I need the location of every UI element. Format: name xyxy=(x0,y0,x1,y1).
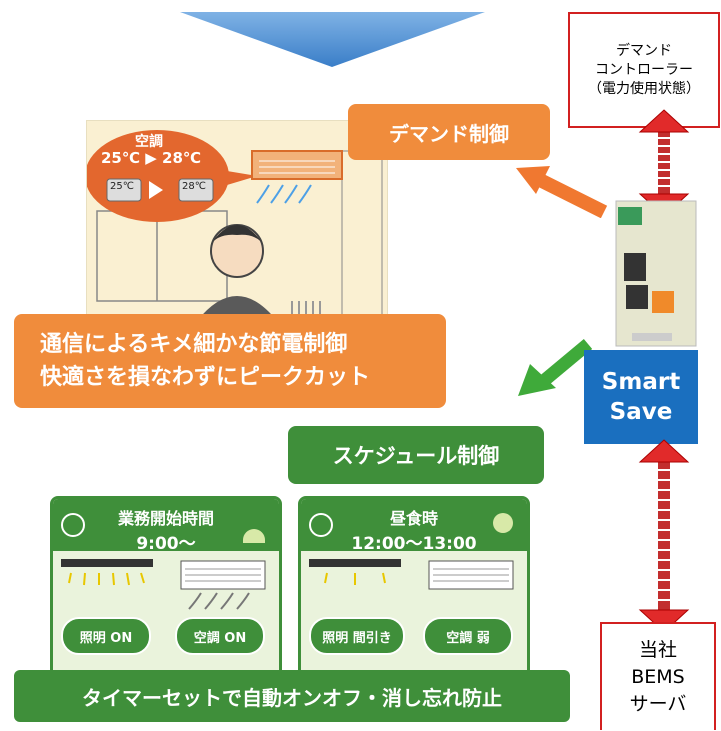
timer-banner: タイマーセットで自動オンオフ・消し忘れ防止 xyxy=(14,670,570,722)
schedule-card-work-start: 業務開始時間 9:00〜 照明 ON 空調 ON xyxy=(50,496,282,678)
card1-header: 業務開始時間 9:00〜 xyxy=(53,499,279,554)
smart-save-device xyxy=(612,193,702,353)
bems-connection-arrow xyxy=(638,439,690,633)
controller-title-line3: （電力使用状態） xyxy=(588,80,700,97)
ac-temp-change: 25℃ ▶ 28℃ xyxy=(101,149,202,167)
card2-appliances xyxy=(309,559,514,590)
banner-line2: 快適さを損なわずにピークカット xyxy=(40,365,371,390)
card1-appliances xyxy=(61,559,266,610)
demand-control-label: デマンド制御 xyxy=(348,104,550,160)
device-name-line1: Smart xyxy=(601,369,681,395)
clock-icon xyxy=(309,513,333,537)
card1-time: 9:00〜 xyxy=(136,534,196,554)
down-arrow-icon xyxy=(180,12,485,67)
card2-title: 昼食時 xyxy=(389,509,438,528)
bems-line2: BEMS xyxy=(631,665,685,688)
card1-ac-status: 空調 ON xyxy=(175,617,265,655)
sun-icon xyxy=(243,529,265,543)
schedule-control-label: スケジュール制御 xyxy=(288,426,544,484)
bems-line3: サーバ xyxy=(629,692,687,715)
controller-title-line2: コントローラー xyxy=(595,61,693,78)
card2-time: 12:00〜13:00 xyxy=(351,534,477,554)
smart-save-box: Smart Save xyxy=(584,350,698,444)
ac-temp-after: 28℃ xyxy=(182,181,206,192)
demand-control-arrow xyxy=(516,166,608,218)
sun-icon xyxy=(493,513,513,533)
bems-server-box: 当社 BEMS サーバ xyxy=(600,622,716,730)
card1-title: 業務開始時間 xyxy=(117,509,214,528)
demand-controller-box: デマンド コントローラー （電力使用状態） xyxy=(568,12,720,128)
room-illustration xyxy=(85,130,383,322)
air-conditioning-scene: 空調 25℃ ▶ 28℃ 25℃ 28℃ xyxy=(85,120,388,322)
ac-temp-before: 25℃ xyxy=(110,181,134,192)
device-name-line2: Save xyxy=(609,399,673,425)
card1-light-status: 照明 ON xyxy=(61,617,151,655)
bems-line1: 当社 xyxy=(638,638,677,661)
schedule-control-arrow xyxy=(518,339,592,396)
card2-light-status: 照明 間引き xyxy=(309,617,405,655)
clock-icon xyxy=(61,513,85,537)
schedule-card-lunch: 昼食時 12:00〜13:00 照明 間引き 空調 弱 xyxy=(298,496,530,678)
banner-line1: 通信によるキメ細かな節電制御 xyxy=(40,332,348,357)
card2-header: 昼食時 12:00〜13:00 xyxy=(301,499,527,554)
ac-heading: 空調 xyxy=(135,134,163,150)
power-saving-banner: 通信によるキメ細かな節電制御 快適さを損なわずにピークカット xyxy=(14,314,446,408)
controller-title-line1: デマンド xyxy=(616,42,672,59)
card2-ac-status: 空調 弱 xyxy=(423,617,513,655)
